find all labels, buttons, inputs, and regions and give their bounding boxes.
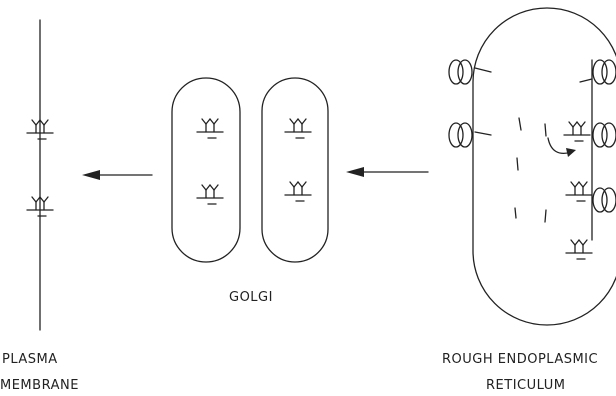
golgi-label: GOLGI <box>229 290 273 305</box>
curved-arrow-head <box>566 148 576 157</box>
golgi-cisterna-right <box>261 77 329 263</box>
lumen-dash <box>544 123 547 137</box>
nascent-chain <box>474 131 492 136</box>
plasma-membrane-label-line1: PLASMA <box>2 352 58 367</box>
golgi-receptor <box>284 181 312 202</box>
lumen-dash <box>518 117 522 131</box>
lumen-dash <box>516 157 519 171</box>
lumen-dash <box>544 209 547 223</box>
ribosome <box>448 59 473 85</box>
er-receptor <box>565 181 593 202</box>
rough-er-label-line1: ROUGH ENDOPLASMIC <box>442 352 598 367</box>
rough-er-label-line2: RETICULUM <box>486 378 565 393</box>
golgi-receptor <box>196 118 224 139</box>
nascent-chain <box>579 78 593 83</box>
plasma-membrane <box>26 19 54 331</box>
lumen-dash <box>514 207 517 219</box>
ribosome <box>592 59 616 85</box>
arrow-er-to-golgi <box>346 167 429 177</box>
golgi-cisterna-outline <box>261 77 329 263</box>
arrow-golgi-to-plasma <box>82 170 153 180</box>
golgi-cisterna-left <box>171 77 241 263</box>
rough-er <box>448 7 616 326</box>
golgi-cisterna-outline <box>171 77 241 263</box>
er-receptor <box>565 239 593 260</box>
ribosome <box>592 187 616 213</box>
er-receptor <box>563 121 591 142</box>
nascent-chain <box>474 67 492 73</box>
plasma-membrane-label-line2: MEMBRANE <box>0 378 79 393</box>
ribosome <box>592 122 616 148</box>
golgi-receptor <box>284 118 312 139</box>
ribosome <box>448 122 473 148</box>
rough-er-outline <box>472 7 616 326</box>
golgi-receptor <box>196 184 224 205</box>
